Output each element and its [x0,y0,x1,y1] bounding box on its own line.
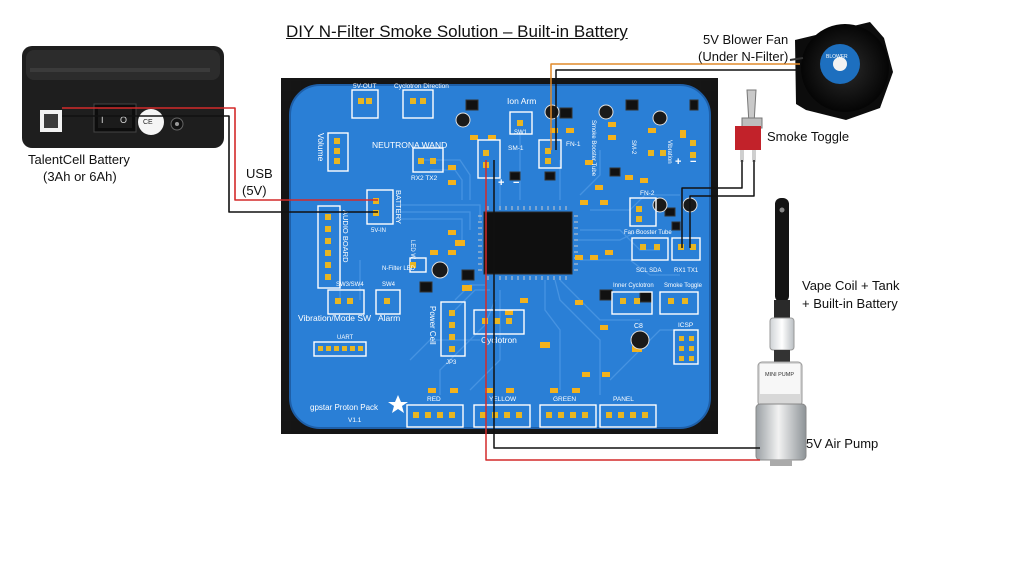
svg-text:+: + [675,156,681,168]
silk-rx2-tx2: RX2 TX2 [411,175,438,182]
usb-wire-red [62,107,378,201]
toggle-wire-1 [681,160,743,248]
wires [62,63,800,461]
transistors [419,99,699,303]
air-pump: MINI PUMP [755,361,807,466]
pump-label-text: MINI PUMP [765,372,794,378]
toggle-body [735,126,761,150]
silk-vibration: Vibration [666,140,672,164]
pcb-board: +− +− 5V-OUT Cyclotron Direction Ion Arm… [281,78,718,434]
toggle-wire-2 [689,160,755,248]
pump-wire-black [493,160,760,449]
fan-wire-orange [550,63,800,150]
silk-battery: BATTERY [394,190,403,224]
silk-rx1-tx1: RX1 TX1 [674,268,699,274]
silk-neutrona-wand: NEUTRONA WAND [372,140,447,150]
battery-label-name: TalentCell Battery [28,152,130,167]
silk-5v-out: 5V-OUT [353,83,377,90]
smoke-toggle-switch [735,89,763,162]
vape-label-line2: + Built-in Battery [802,296,898,311]
silk-sm2: SM-2 [630,140,636,155]
silk-smoke-booster-tube: Smoke Booster Tube [590,120,596,177]
silk-green: GREEN [553,396,576,403]
silk-cyclotron: Cyclotron [481,335,517,345]
silk-jp3: JP3 [446,360,457,366]
fan-wire-black [555,69,800,150]
silk-scl-sda: SCL SDA [636,268,661,274]
usb-label: USB [246,166,273,181]
gpstar-logo [388,395,408,413]
silk-yellow: YELLOW [489,396,517,403]
silk-inner-cyclotron: Inner Cyclotron [613,283,654,289]
connector-outlines [313,89,701,428]
silk-audio-board: AUDIO BOARD [341,210,350,263]
diagram-title: DIY N-Filter Smoke Solution – Built-in B… [286,22,628,41]
polarity-marks: +− +− [498,156,696,189]
silk-5v-in: 5V-IN [371,228,386,234]
svg-text:−: − [513,177,519,189]
silk-power-cell: Power Cell [428,306,437,345]
silk-smoke-toggle: Smoke Toggle [664,283,703,289]
usb-wire-black [62,115,378,213]
svg-text:−: − [690,156,696,168]
silkscreen: 5V-OUT Cyclotron Direction Ion Arm SW1 V… [298,83,703,424]
silk-fan-booster-tube: Fan Booster Tube [624,230,672,236]
svg-text:I: I [101,115,104,125]
silk-volume: Volume [316,133,326,162]
silk-panel: PANEL [613,396,634,403]
talentcell-battery: I O CE [22,46,224,148]
silk-uart: UART [337,335,354,341]
silk-fn2: FN-2 [640,190,655,197]
silk-red: RED [427,396,441,403]
fan-label-note: (Under N-Filter) [698,49,789,64]
vape-coil-tank [769,198,795,364]
silk-vibration-mode-sw: Vibration/Mode SW [298,313,371,323]
silk-led-w: LED W [409,240,415,259]
vape-label-line1: Vape Coil + Tank [802,278,900,293]
silk-c8: C8 [634,323,643,330]
pump-wire-red [485,160,760,461]
silk-nfilter-led: N-Filter LED [382,266,416,272]
board-name: gpstar Proton Pack [310,403,379,412]
blower-fan: BLOWER [789,22,893,120]
pump-label: 5V Air Pump [806,436,879,451]
vape-tank [769,317,795,351]
toggle-label: Smoke Toggle [767,129,850,144]
pump-motor [755,403,807,461]
silk-fn1: FN-1 [566,141,581,148]
mcu-chip [478,206,578,280]
silk-cyclotron-direction: Cyclotron Direction [394,83,449,90]
svg-text:CE: CE [143,119,153,126]
silk-sw1: SW1 [514,130,528,136]
battery-label-capacity: (3Ah or 6Ah) [43,169,117,184]
fan-label-name: 5V Blower Fan [703,32,789,47]
silk-sw3-sw4: SW3/SW4 [336,282,364,288]
silk-sw4: SW4 [382,282,396,288]
board-version: V1.1 [348,417,362,424]
usb-voltage-label: (5V) [242,183,267,198]
svg-text:+: + [498,177,504,189]
silk-alarm: Alarm [378,313,400,323]
silk-ion-arm: Ion Arm [507,96,536,106]
vape-battery-tube [775,198,789,302]
svg-text:O: O [120,115,127,125]
svg-text:BLOWER: BLOWER [826,54,848,60]
silk-sm1: SM-1 [508,145,524,152]
connector-pads [318,98,696,418]
silk-icsp: ICSP [678,322,693,329]
